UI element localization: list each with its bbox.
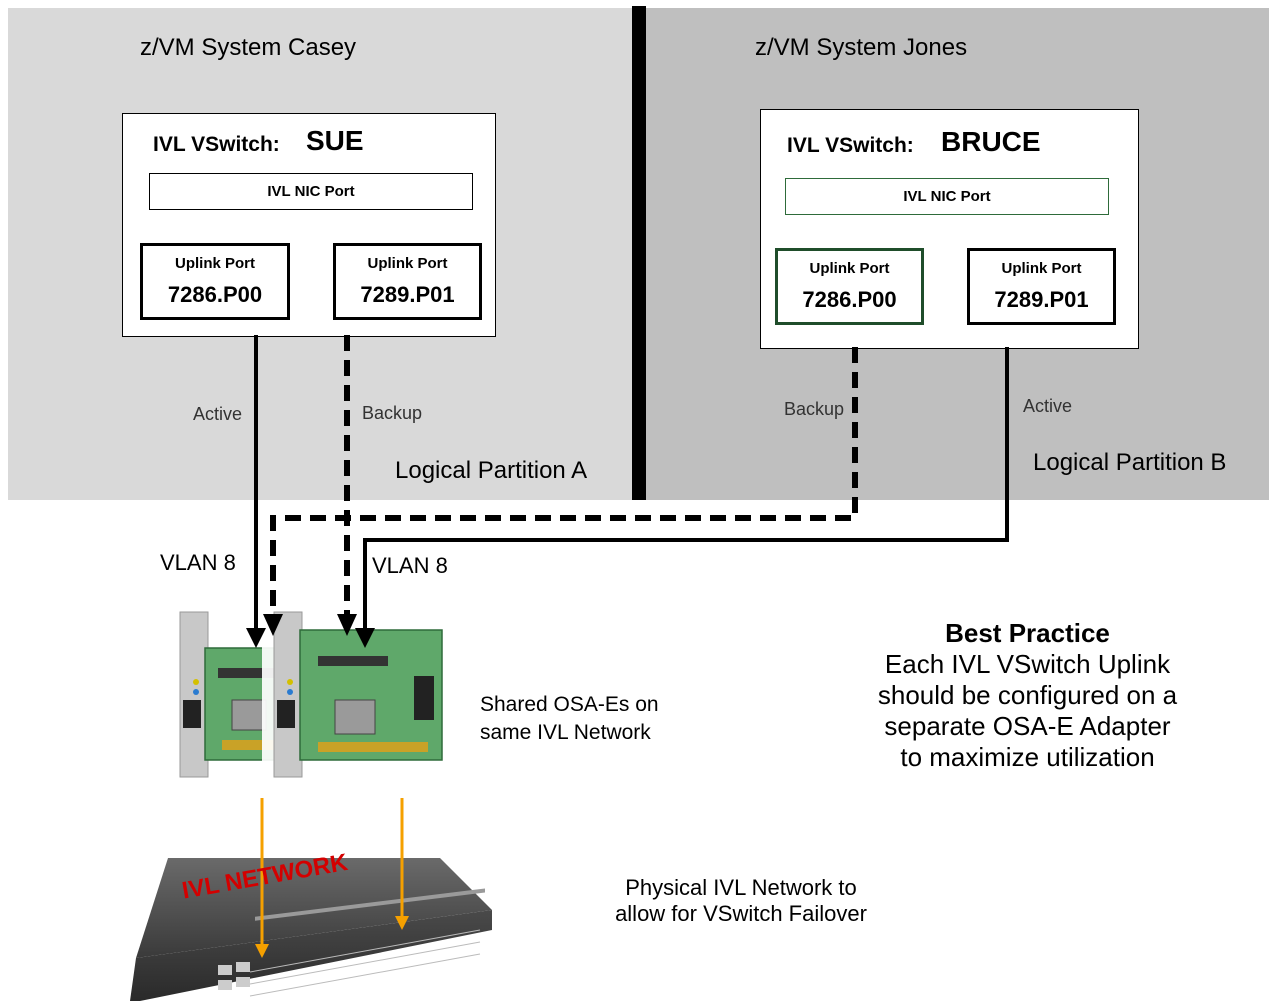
vlan-left-label: VLAN 8 xyxy=(160,550,236,575)
osa-caption-line2: same IVL Network xyxy=(480,721,651,744)
vswitch-sue-box: IVL VSwitch: SUE IVL NIC Port Uplink Por… xyxy=(122,113,496,337)
osa-adapter-right xyxy=(262,610,452,798)
uplink-port-id: 7289.P01 xyxy=(994,287,1089,312)
best-practice-line: Each IVL VSwitch Uplink xyxy=(884,649,1171,679)
sue-uplink-port-1: Uplink Port 7289.P01 xyxy=(333,243,482,320)
uplink-port-id: 7286.P00 xyxy=(167,282,263,307)
sue-active-label: Active xyxy=(193,404,243,424)
system-casey-title: z/VM System Casey xyxy=(140,34,357,61)
vswitch-bruce-label: IVL VSwitch: xyxy=(787,134,914,157)
best-practice-line: should be configured on a xyxy=(877,680,1178,710)
sue-backup-link xyxy=(337,335,357,636)
osa-caption-line1: Shared OSA-Es on xyxy=(480,693,659,716)
osa-caption: Shared OSA-Es on same IVL Network xyxy=(480,691,659,747)
bruce-uplink-port-1: Uplink Port 7289.P01 xyxy=(967,248,1116,325)
uplink-port-id: 7286.P00 xyxy=(802,287,897,312)
vswitch-bruce-name: BRUCE xyxy=(941,126,1041,157)
system-jones-title: z/VM System Jones xyxy=(755,34,968,61)
network-caption: Physical IVL Network to allow for VSwitc… xyxy=(560,875,922,927)
bruce-active-label: Active xyxy=(1023,396,1073,416)
vswitch-sue-name: SUE xyxy=(306,125,364,156)
bruce-backup-label: Backup xyxy=(784,399,845,419)
vswitch-bruce-nic-port: IVL NIC Port xyxy=(785,178,1109,215)
best-practice-note: Best Practice Each IVL VSwitch Uplink sh… xyxy=(835,618,1220,773)
uplink-port-id: 7289.P01 xyxy=(360,282,455,307)
network-caption-line1: Physical IVL Network to xyxy=(625,875,857,900)
best-practice-line: separate OSA-E Adapter xyxy=(884,711,1171,741)
bruce-uplink-port-0: Uplink Port 7286.P00 xyxy=(775,248,924,325)
bruce-backup-link xyxy=(263,347,858,636)
uplink-port-label: Uplink Port xyxy=(367,255,448,272)
best-practice-title: Best Practice xyxy=(945,618,1110,648)
uplink-port-label: Uplink Port xyxy=(1001,260,1082,277)
vswitch-sue-nic-port: IVL NIC Port xyxy=(149,173,473,210)
sue-active-link xyxy=(246,335,266,648)
adapter-to-switch-link-left xyxy=(255,798,269,958)
vswitch-sue-label: IVL VSwitch: xyxy=(153,133,280,156)
sue-uplink-port-0: Uplink Port 7286.P00 xyxy=(140,243,290,320)
network-caption-line2: allow for VSwitch Failover xyxy=(615,901,867,926)
bruce-active-link xyxy=(355,347,1009,648)
uplink-port-label: Uplink Port xyxy=(174,255,255,272)
adapter-to-switch-link-right xyxy=(395,798,409,930)
best-practice-line: to maximize utilization xyxy=(900,742,1155,772)
vswitch-bruce-box: IVL VSwitch: BRUCE IVL NIC Port Uplink P… xyxy=(760,109,1139,349)
partition-b-label: Logical Partition B xyxy=(1033,449,1227,476)
vlan-right-label: VLAN 8 xyxy=(372,553,448,578)
partition-divider xyxy=(632,6,646,500)
partition-a-label: Logical Partition A xyxy=(395,457,588,484)
uplink-port-label: Uplink Port xyxy=(809,260,890,277)
sue-backup-label: Backup xyxy=(362,403,423,423)
